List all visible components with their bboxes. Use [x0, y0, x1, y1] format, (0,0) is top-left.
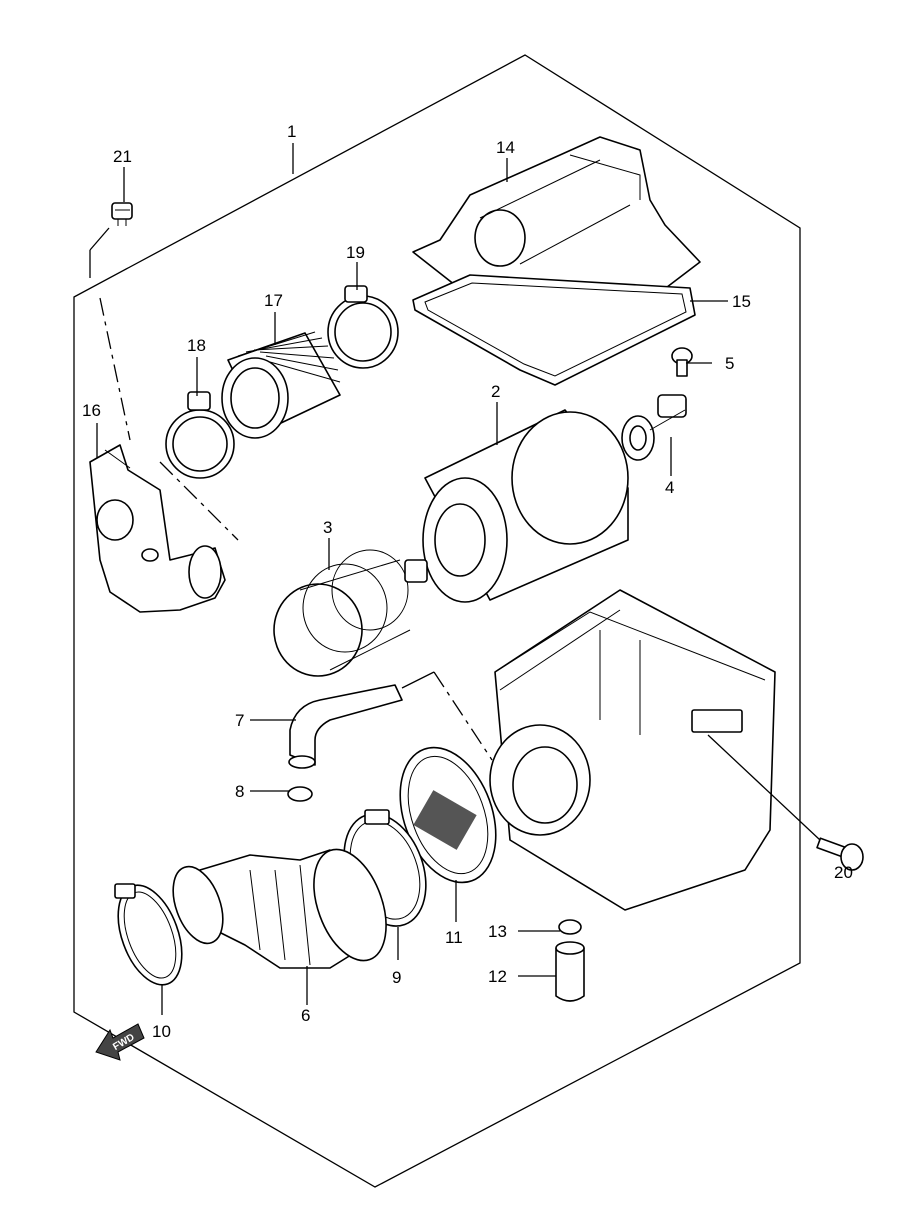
callout-labels: 1 2 3 4 5 6 7 8 9 10 11 12 13 14 15 16 1…	[82, 122, 853, 1041]
part-4-valve	[621, 394, 687, 461]
callout-11: 11	[445, 928, 463, 947]
callout-1: 1	[287, 122, 296, 141]
callout-3: 3	[323, 518, 332, 537]
part-8-clip	[287, 786, 313, 802]
callout-14: 14	[496, 138, 515, 157]
part-3-filter-cage	[273, 549, 428, 677]
leader-lines	[89, 143, 821, 1015]
callout-21: 21	[113, 147, 132, 166]
part-15-gasket	[412, 274, 696, 386]
air-cleaner-case	[489, 589, 776, 911]
callout-15: 15	[732, 292, 751, 311]
part-2-filter-element	[422, 409, 629, 603]
part-13-clip	[558, 919, 582, 935]
callout-19: 19	[346, 243, 365, 262]
part-18-clamp	[165, 391, 235, 479]
callout-6: 6	[301, 1006, 310, 1025]
callout-2: 2	[491, 382, 500, 401]
fwd-arrow: FWD	[95, 1023, 145, 1061]
part-19-clamp	[327, 285, 399, 369]
part-17-bellows-hose	[221, 331, 341, 439]
callout-18: 18	[187, 336, 206, 355]
callout-5: 5	[725, 354, 734, 373]
part-5-screw	[671, 347, 693, 377]
callout-13: 13	[488, 922, 507, 941]
callout-8: 8	[235, 782, 244, 801]
part-11-screen	[399, 746, 497, 884]
part-21-clip	[111, 202, 133, 226]
callout-16: 16	[82, 401, 101, 420]
part-7-breather-hose	[288, 684, 403, 769]
part-16-duct-bracket	[89, 444, 226, 613]
callout-4: 4	[665, 478, 674, 497]
part-10-clamp	[114, 865, 224, 986]
part-12-drain-plug	[555, 941, 585, 1002]
callout-12: 12	[488, 967, 507, 986]
callout-9: 9	[392, 968, 401, 987]
callout-7: 7	[235, 711, 244, 730]
callout-17: 17	[264, 291, 283, 310]
callout-10: 10	[152, 1022, 171, 1041]
assembly-boundary	[73, 54, 801, 1188]
part-6-intake-duct	[199, 848, 387, 969]
part-20-bolt	[816, 837, 864, 871]
callout-20: 20	[834, 863, 853, 882]
